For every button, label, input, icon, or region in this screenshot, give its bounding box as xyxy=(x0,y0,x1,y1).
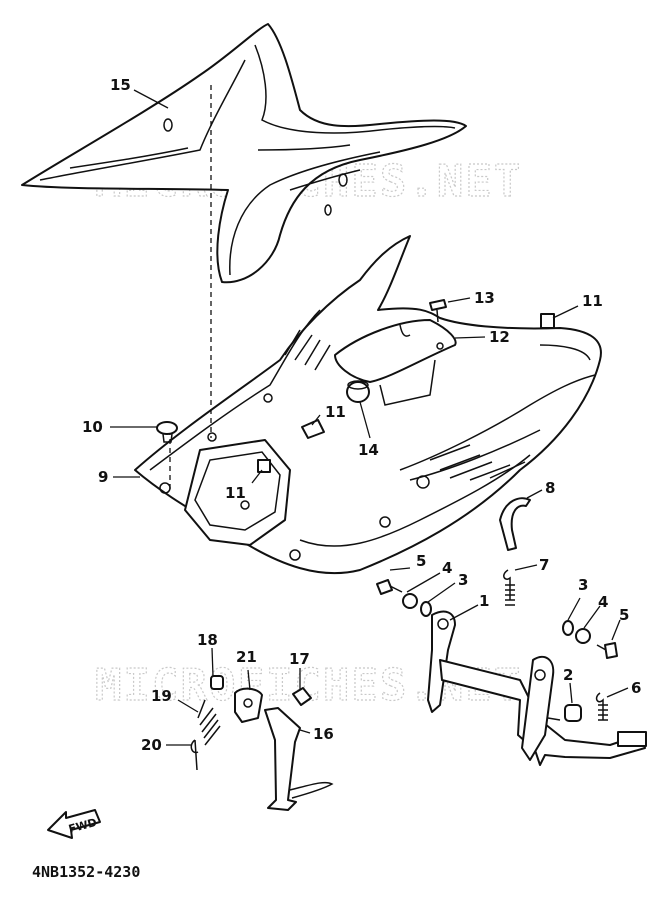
callout-4-left: 4 xyxy=(442,559,452,577)
callout-5-left: 5 xyxy=(416,552,426,570)
callout-labels: 15 13 12 11 10 11 14 9 11 8 5 4 3 7 1 3 … xyxy=(82,76,641,754)
spring-7 xyxy=(503,569,515,606)
footboard-part xyxy=(134,235,602,575)
callout-3-right: 3 xyxy=(578,576,588,594)
stopper-2 xyxy=(564,704,582,722)
bolt-18 xyxy=(210,675,224,690)
callout-13: 13 xyxy=(474,289,495,307)
washer-4-right xyxy=(575,628,591,644)
rivet-10 xyxy=(156,421,178,443)
callout-20: 20 xyxy=(141,736,162,754)
callout-11-right: 11 xyxy=(582,292,603,310)
callout-17: 17 xyxy=(289,650,310,668)
spring-6 xyxy=(595,692,608,721)
diagram-code: 4NB1352-4230 xyxy=(32,863,140,881)
clip-11-right xyxy=(540,313,555,329)
clip-11-tub xyxy=(257,459,271,473)
callout-5-right: 5 xyxy=(619,606,629,624)
callout-4-right: 4 xyxy=(598,593,608,611)
callout-9: 9 xyxy=(98,468,108,486)
callout-21: 21 xyxy=(236,648,257,666)
bush-3-right xyxy=(562,620,574,636)
bolt-5-left xyxy=(376,579,403,595)
spring-20 xyxy=(190,739,199,771)
callout-15: 15 xyxy=(110,76,131,94)
bolt-5-right xyxy=(596,642,618,659)
callout-16: 16 xyxy=(313,725,334,743)
callout-3-left: 3 xyxy=(458,571,468,589)
callout-18: 18 xyxy=(197,631,218,649)
callout-7: 7 xyxy=(539,556,549,574)
spring-19 xyxy=(197,699,221,746)
floor-mat-part xyxy=(21,23,467,284)
clip-11-center xyxy=(301,419,325,439)
center-stand-part xyxy=(427,610,647,766)
callout-11-center: 11 xyxy=(325,403,346,421)
callout-11-tub: 11 xyxy=(225,484,246,502)
callout-12: 12 xyxy=(489,328,510,346)
callout-2: 2 xyxy=(563,666,573,684)
cover-8 xyxy=(499,497,531,551)
forward-arrow-icon: FWD xyxy=(47,809,101,839)
washer-4-left xyxy=(402,593,418,609)
callout-14: 14 xyxy=(358,441,379,459)
callout-8: 8 xyxy=(545,479,555,497)
callout-1: 1 xyxy=(479,592,489,610)
callout-19: 19 xyxy=(151,687,172,705)
damper-14 xyxy=(346,380,370,403)
callout-6: 6 xyxy=(631,679,641,697)
leader-lines xyxy=(110,89,629,746)
bush-3-left xyxy=(420,601,432,617)
screw-13 xyxy=(429,299,447,323)
callout-10: 10 xyxy=(82,418,103,436)
side-stand-part xyxy=(234,687,334,811)
